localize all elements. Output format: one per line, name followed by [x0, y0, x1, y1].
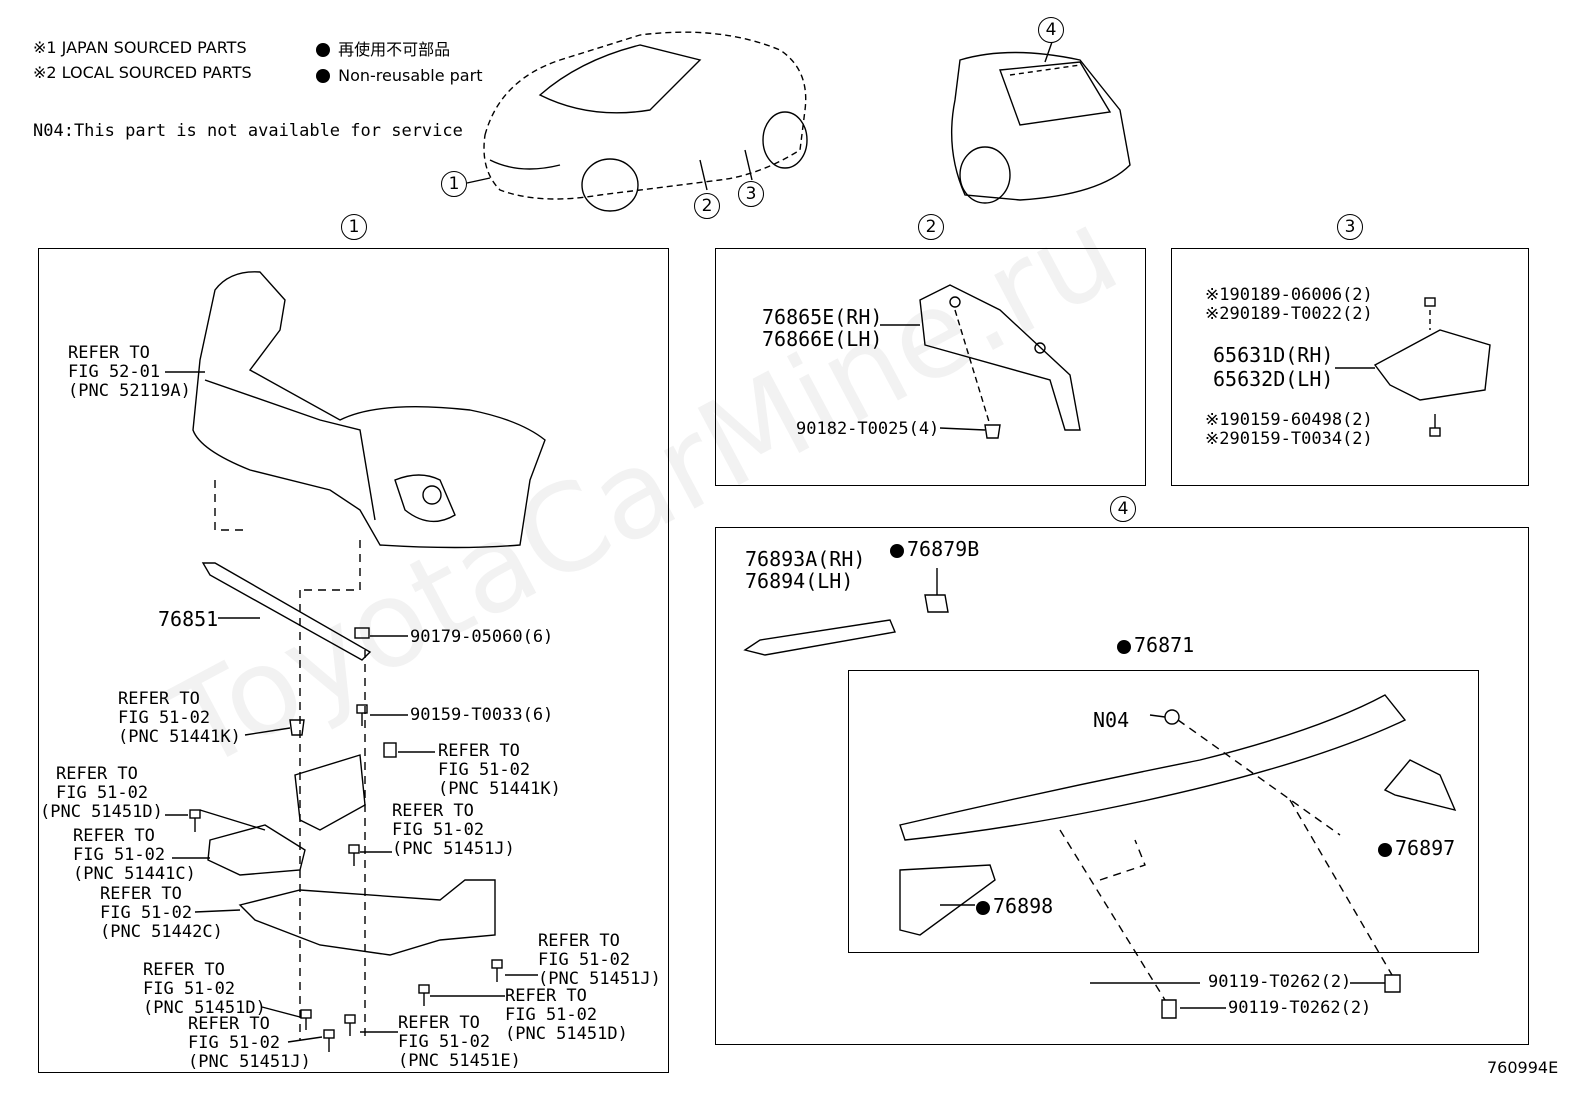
- part-n04-label: N04: [1093, 708, 1130, 732]
- part-90119-b-label: 90119-T0262(2): [1228, 998, 1372, 1018]
- nonreusable-dot-icon: [1378, 843, 1392, 857]
- panel-2-frame: [715, 248, 1146, 486]
- section-1-marker: 1: [341, 214, 367, 240]
- part-190189-label: ※190189-06006(2): [1205, 285, 1373, 305]
- nonreusable-dot-icon: [316, 43, 330, 57]
- nonreusable-dot-icon: [976, 901, 990, 915]
- nonreusable-jp-text: 再使用不可部品: [338, 40, 451, 59]
- part-90159-t0033-label: 90159-T0033(6): [410, 705, 554, 725]
- section-2-marker: 2: [918, 214, 944, 240]
- part-76851-label: 76851: [158, 607, 219, 631]
- marker-1-top: 1: [441, 171, 467, 197]
- marker-3-top: 3: [738, 181, 764, 207]
- part-76897-label: 76897: [1378, 837, 1455, 859]
- part-190159-label: ※190159-60498(2): [1205, 410, 1373, 430]
- figure-id: 760994E: [1487, 1058, 1559, 1077]
- legend-nonreusable-jp: 再使用不可部品: [316, 40, 450, 59]
- part-76866e-label: 76866E(LH): [762, 327, 883, 351]
- nonreusable-dot-icon: [1117, 640, 1131, 654]
- nonreusable-en-text: Non-reusable part: [338, 66, 483, 85]
- part-76865e-label: 76865E(RH): [762, 305, 883, 329]
- part-76879b-label: 76879B: [890, 538, 979, 560]
- legend-japan: ※1 JAPAN SOURCED PARTS: [33, 38, 247, 57]
- panel-4-frame: [715, 527, 1529, 1045]
- legend-local: ※2 LOCAL SOURCED PARTS: [33, 63, 252, 82]
- part-90179-label: 90179-05060(6): [410, 627, 554, 647]
- part-65631d-label: 65631D(RH): [1213, 343, 1334, 367]
- marker-2-top: 2: [694, 193, 720, 219]
- marker-4-top: 4: [1038, 17, 1064, 43]
- section-4-marker: 4: [1110, 496, 1136, 522]
- part-76871-label: 76871: [1117, 634, 1194, 656]
- part-90119-a-label: 90119-T0262(2): [1208, 972, 1352, 992]
- part-65632d-label: 65632D(LH): [1213, 367, 1334, 391]
- panel-4-inner-frame: [848, 670, 1479, 953]
- legend-nonreusable-en: Non-reusable part: [316, 66, 482, 85]
- nonreusable-dot-icon: [890, 544, 904, 558]
- part-90182-label: 90182-T0025(4): [796, 419, 940, 439]
- panel-3-frame: [1171, 248, 1529, 486]
- part-76893a-label: 76893A(RH): [745, 547, 866, 571]
- part-290189-label: ※290189-T0022(2): [1205, 304, 1373, 324]
- section-3-marker: 3: [1337, 214, 1363, 240]
- n04-note: N04:This part is not available for servi…: [33, 121, 463, 141]
- part-76894-label: 76894(LH): [745, 569, 854, 593]
- panel-1-frame: [38, 248, 669, 1073]
- nonreusable-dot-icon: [316, 69, 330, 83]
- part-76898-label: 76898: [976, 895, 1053, 917]
- part-290159-label: ※290159-T0034(2): [1205, 429, 1373, 449]
